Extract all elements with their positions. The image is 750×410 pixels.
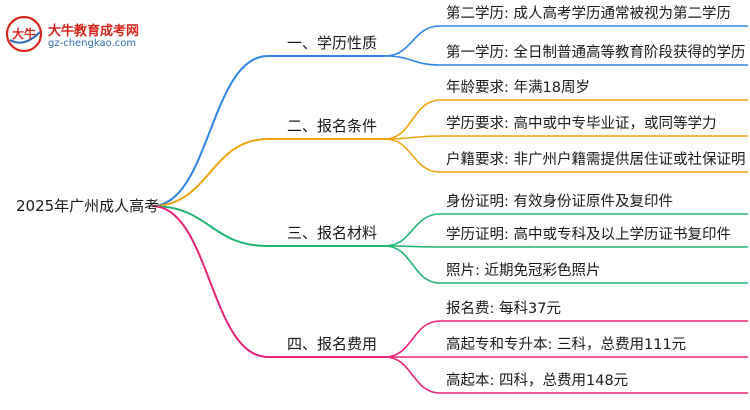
logo-url: gz-chengkao.com	[48, 38, 137, 49]
branch-to-leaf-link	[384, 138, 441, 173]
branch-to-leaf-link	[384, 25, 441, 57]
root-to-branch-link	[151, 55, 269, 207]
leaf-node: 年龄要求: 年满18周岁	[446, 80, 590, 96]
leaf-node: 第二学历: 成人高考学历通常被视为第二学历	[446, 6, 731, 22]
leaf-node: 报名费: 每科37元	[446, 301, 561, 317]
leaf-node: 高起专和专升本: 三科，总费用111元	[446, 337, 687, 353]
branch-node: 二、报名条件	[287, 117, 378, 135]
leaf-node: 学历要求: 高中或中专毕业证，或同等学力	[446, 116, 717, 132]
leaf-node: 第一学历: 全日制普通高等教育阶段获得的学历	[446, 45, 746, 61]
branch-node: 一、学历性质	[287, 34, 378, 52]
site-logo[interactable]: 大牛 大牛教育成考网 gz-chengkao.com	[4, 14, 174, 54]
branch-to-leaf-link	[384, 320, 441, 358]
branch-node: 四、报名费用	[287, 335, 378, 353]
leaf-node: 照片: 近期免冠彩色照片	[446, 263, 601, 279]
leaf-node: 高起本: 四科，总费用148元	[446, 373, 629, 389]
logo-mark-icon: 大牛	[5, 15, 43, 53]
root-node: 2025年广州成人高考	[16, 197, 160, 215]
logo-title: 大牛教育成考网	[48, 24, 140, 39]
mindmap-links	[151, 25, 748, 394]
root-to-branch-link	[151, 138, 269, 207]
branch-to-leaf-link	[384, 213, 441, 247]
leaf-node: 身份证明: 有效身份证原件及复印件	[446, 194, 673, 210]
branch-to-leaf-link	[384, 356, 441, 394]
branch-node: 三、报名材料	[287, 224, 378, 242]
root-to-branch-link	[151, 205, 269, 358]
branch-to-leaf-link	[384, 99, 441, 140]
root-to-branch-link	[151, 205, 269, 247]
leaf-node: 学历证明: 高中或专科及以上学历证书复印件	[446, 227, 731, 243]
branch-to-leaf-link	[384, 55, 441, 66]
branch-to-leaf-link	[384, 245, 441, 284]
logo-mark-text: 大牛	[12, 26, 36, 41]
leaf-node: 户籍要求: 非广州户籍需提供居住证或社保证明	[446, 152, 746, 168]
